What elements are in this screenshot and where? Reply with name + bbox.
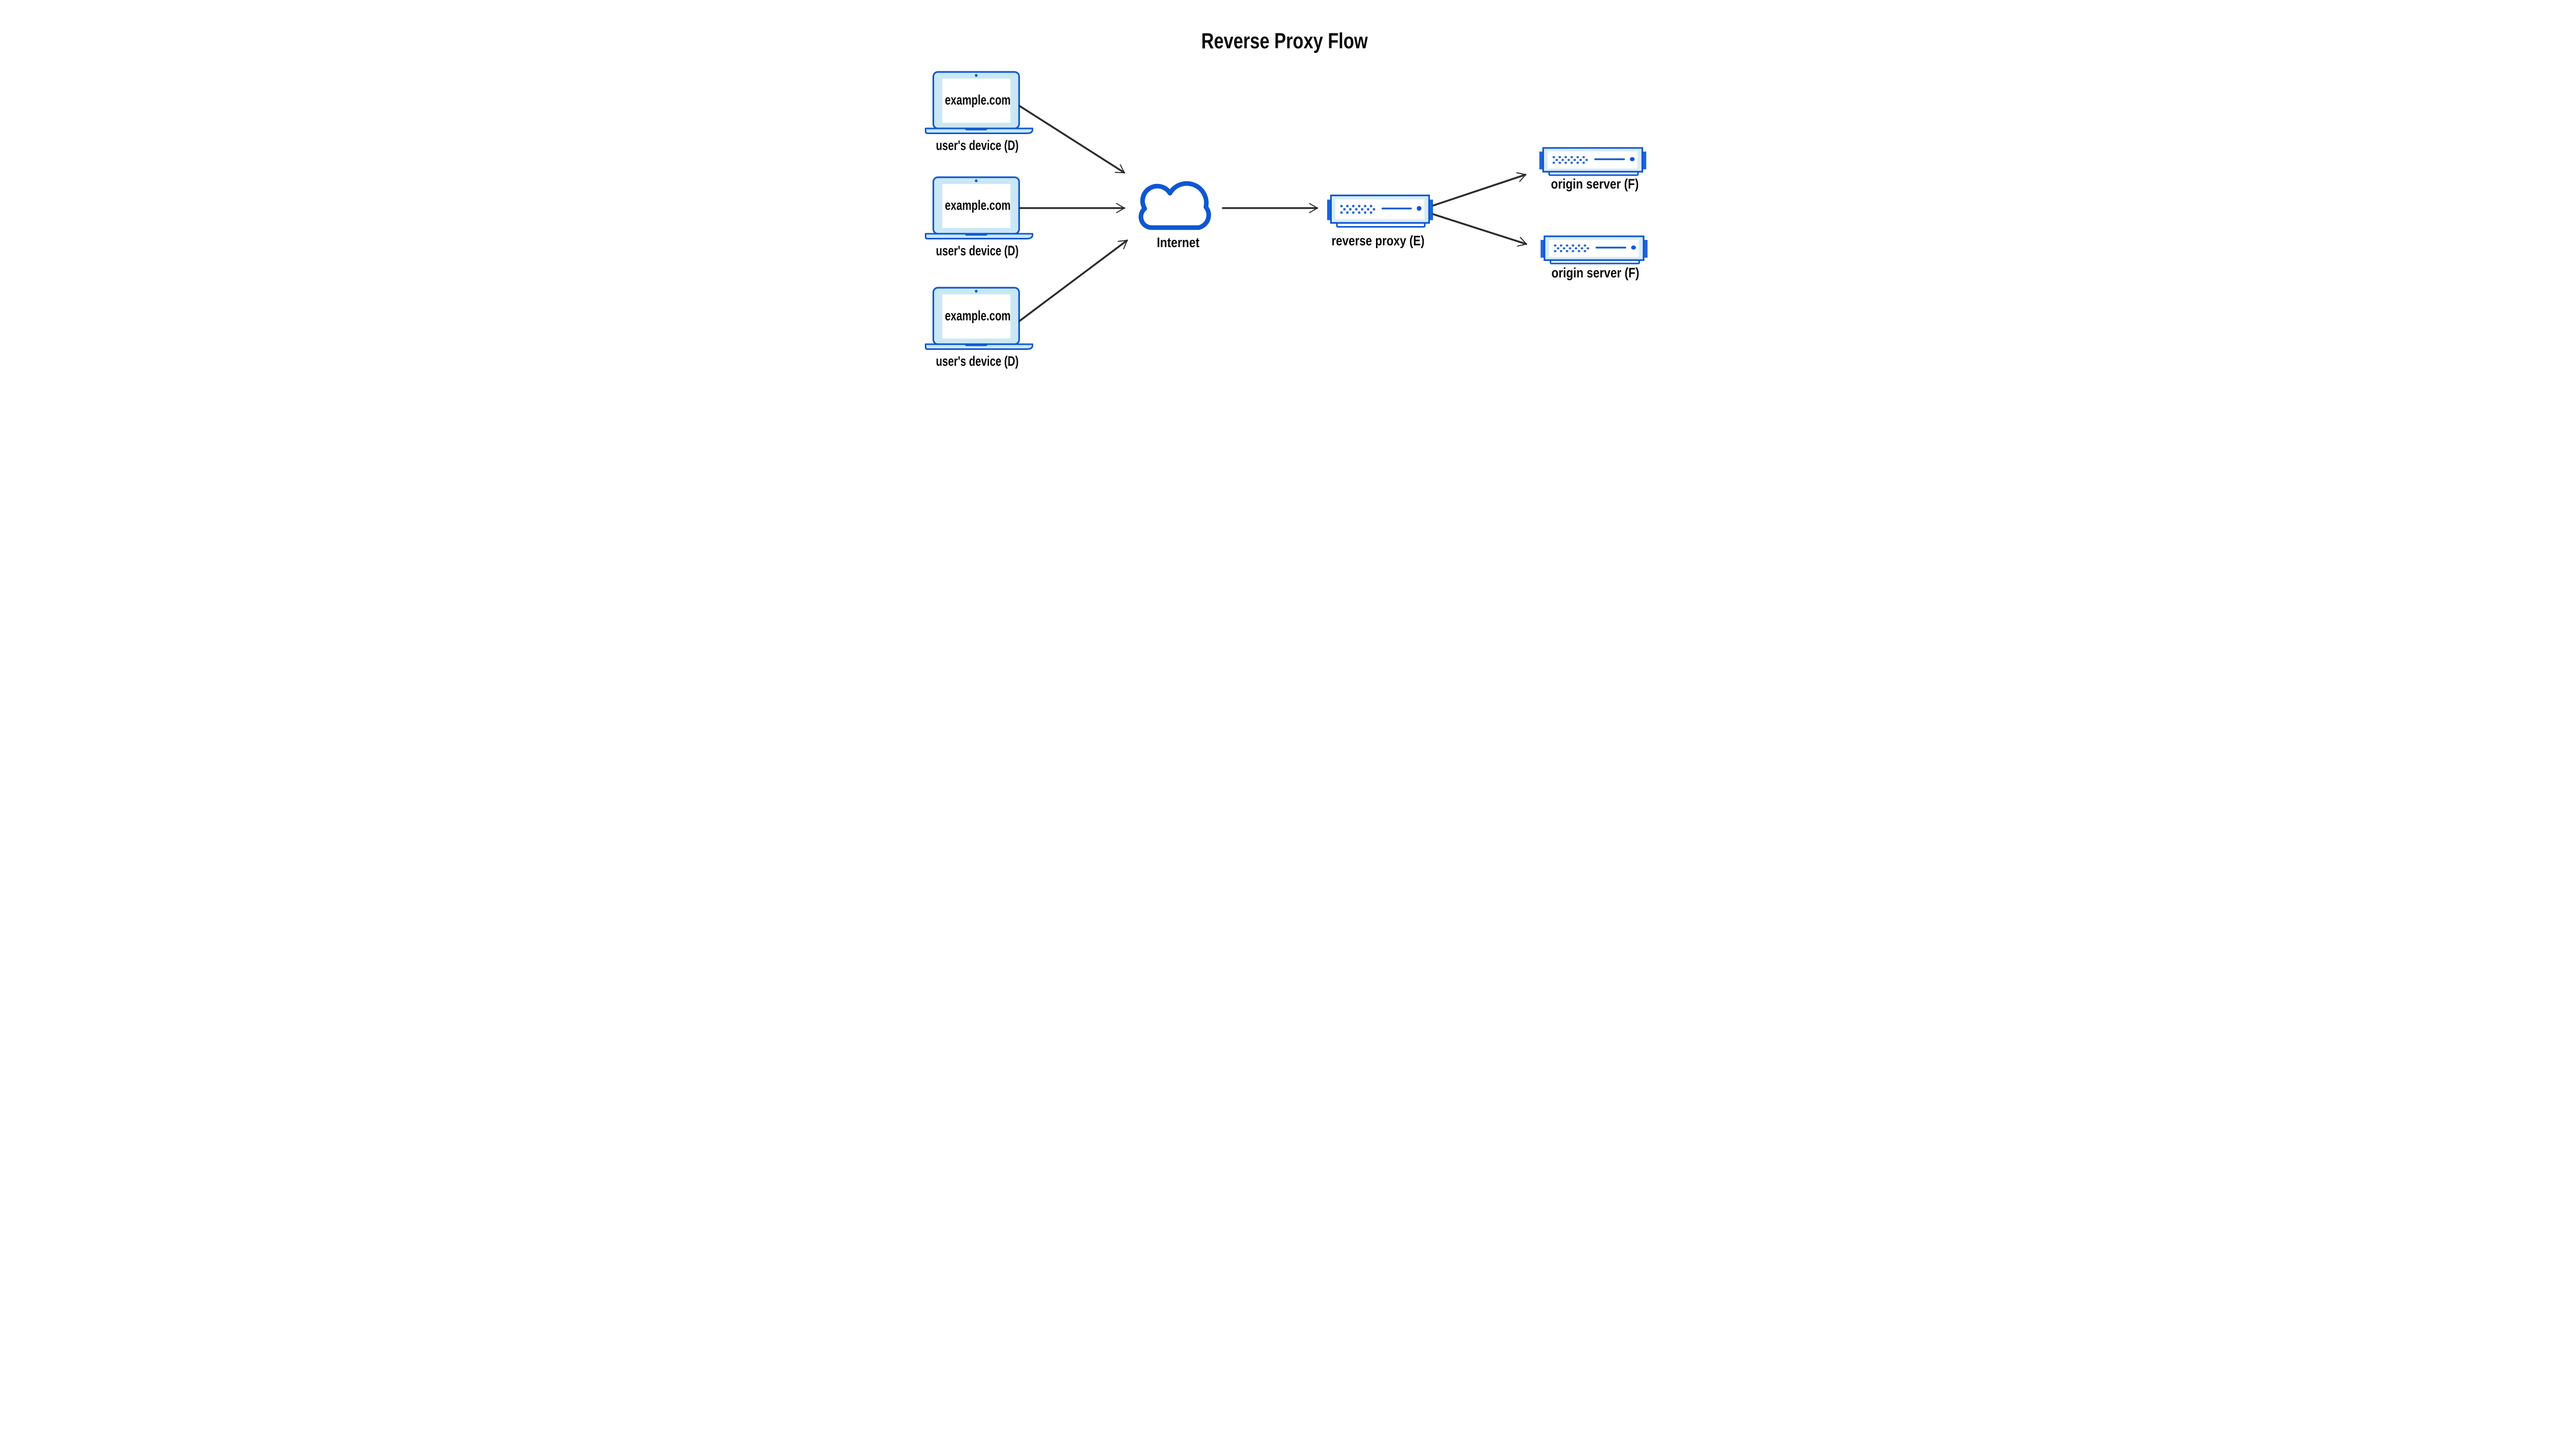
node-origin-server-2: origin server (F) bbox=[1539, 235, 1649, 281]
device-1-label: user's device (D) bbox=[936, 138, 1019, 153]
node-internet: Internet bbox=[1139, 181, 1211, 250]
internet-label: Internet bbox=[1157, 235, 1200, 250]
device-3-screen-text: example.com bbox=[945, 308, 1011, 324]
arrow-proxy-to-origin1 bbox=[1432, 172, 1526, 207]
flow-arrows bbox=[1018, 105, 1528, 322]
arrow-device3-to-internet bbox=[1018, 239, 1128, 322]
reverse-proxy-flow-diagram: Reverse Proxy Flow example.com user's de… bbox=[924, 29, 1649, 369]
device-2-label: user's device (D) bbox=[936, 243, 1019, 258]
cloud-icon bbox=[1139, 181, 1211, 230]
node-user-device-2: example.com user's device (D) bbox=[924, 176, 1034, 258]
page-title: Reverse Proxy Flow bbox=[1201, 29, 1368, 53]
device-3-label: user's device (D) bbox=[936, 353, 1019, 369]
node-reverse-proxy: reverse proxy (E) bbox=[1326, 194, 1434, 249]
device-2-screen-text: example.com bbox=[945, 198, 1011, 213]
diagram-stage: Reverse Proxy Flow example.com user's de… bbox=[882, 0, 1687, 403]
node-user-device-3: example.com user's device (D) bbox=[924, 287, 1034, 369]
origin-server-2-label: origin server (F) bbox=[1552, 265, 1640, 281]
arrow-device1-to-internet bbox=[1018, 105, 1125, 174]
node-user-device-1: example.com user's device (D) bbox=[924, 71, 1034, 153]
node-origin-server-1: origin server (F) bbox=[1538, 147, 1647, 192]
origin-server-1-label: origin server (F) bbox=[1551, 176, 1639, 192]
reverse-proxy-label: reverse proxy (E) bbox=[1332, 233, 1425, 249]
arrow-proxy-to-origin2 bbox=[1432, 213, 1528, 247]
device-1-screen-text: example.com bbox=[945, 92, 1011, 108]
